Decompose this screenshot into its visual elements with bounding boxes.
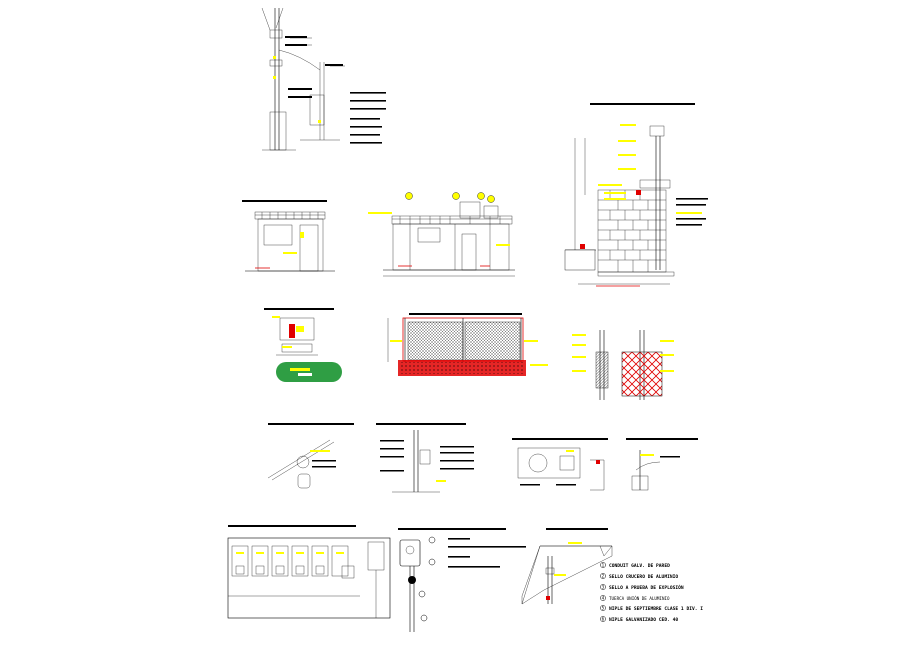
legend-label: TUERCA UNIÓN DE ALUMINIO	[609, 596, 670, 601]
legend-item: 5 NIPLE DE SEPTIEMBRE CLASE 1 DIV. I	[600, 605, 703, 612]
green-base-detail	[264, 308, 342, 382]
fence-elevation	[387, 313, 548, 376]
wall-post-detail	[564, 103, 708, 287]
wall-conduit-section	[521, 528, 613, 605]
legend-number: 6	[602, 617, 605, 622]
conduit-legend-detail	[398, 528, 526, 632]
meter-row	[231, 545, 355, 579]
roof-brick-pattern	[255, 212, 325, 219]
legend-number: 3	[602, 585, 605, 590]
legend-label: SELLO A PRUEBA DE EXPLOSIÓN	[609, 584, 684, 591]
legend-label: NIPLE GALVANIZADO CED. 40	[609, 617, 678, 623]
legend-number: 1	[602, 563, 605, 568]
legend-number: 5	[602, 606, 605, 611]
legend-item: 2 SELLO CRUCERO DE ALUMINIO	[600, 573, 678, 580]
post-footing-sections	[572, 330, 674, 400]
legend-number: 4	[602, 596, 605, 601]
insulator-detail	[267, 423, 354, 489]
legend-label: SELLO CRUCERO DE ALUMINIO	[609, 574, 678, 580]
cabin-elevation-tanks	[368, 192, 515, 277]
legend-label: NIPLE DE SEPTIEMBRE CLASE 1 DIV. I	[609, 606, 703, 612]
legend-item: 3 SELLO A PRUEBA DE EXPLOSIÓN	[600, 584, 684, 591]
legend-label: CONDUIT GALV. DE PARED	[609, 563, 670, 569]
legend-item: 4 TUERCA UNIÓN DE ALUMINIO	[600, 595, 670, 601]
legend-number: 2	[602, 574, 605, 579]
transformer-pad-detail	[512, 438, 608, 491]
legend-item: 1 CONDUIT GALV. DE PARED	[600, 562, 670, 569]
cabin-elevation-small	[242, 200, 335, 272]
panel-board-detail	[227, 525, 391, 619]
legend-item: 6 NIPLE GALVANIZADO CED. 40	[600, 616, 678, 623]
pole-detail	[261, 7, 386, 151]
fence-post-detail	[626, 438, 698, 491]
legend-list: 1 CONDUIT GALV. DE PARED 2 SELLO CRUCERO…	[600, 562, 703, 623]
grounding-detail	[376, 423, 474, 493]
green-base	[276, 362, 342, 382]
